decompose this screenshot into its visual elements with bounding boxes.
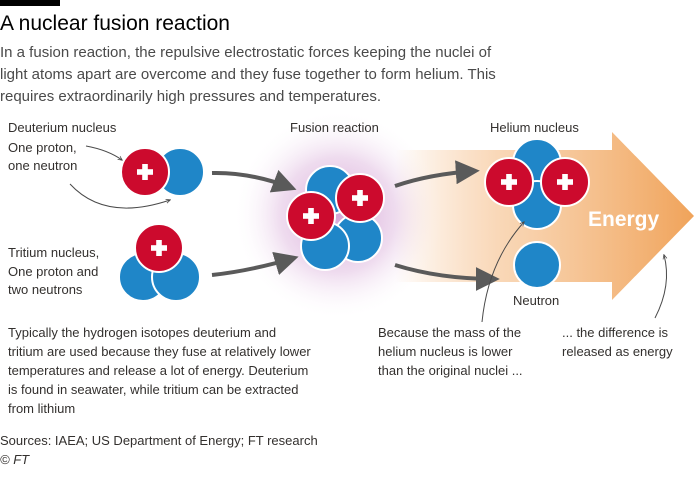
helium-nucleus <box>484 138 590 230</box>
pointer-deuterium-curve <box>69 183 170 209</box>
arrow-deuterium-to-fusion <box>211 169 297 193</box>
isotopes-caption: Typically the hydrogen isotopes deuteriu… <box>8 325 314 416</box>
arrow-fusion-to-helium <box>394 160 480 188</box>
arrow-fusion-to-neutron <box>394 263 500 291</box>
pointer-energy <box>654 255 667 319</box>
sources-note: Sources: IAEA; US Department of Energy; … <box>0 433 318 448</box>
difference-caption: ... the difference is released as energy <box>562 325 673 359</box>
page-title: A nuclear fusion reaction <box>0 12 230 35</box>
arrow-tritium-to-fusion <box>211 251 299 277</box>
fusion-cluster <box>286 165 385 271</box>
helium-nucleus-label: Helium nucleus <box>490 120 579 135</box>
title-bar-accent <box>0 0 60 6</box>
tritium-nucleus <box>118 223 201 302</box>
pointer-mass <box>481 222 524 323</box>
pointer-deuterium <box>85 145 122 160</box>
copyright: © FT <box>0 452 30 467</box>
fusion-glow <box>233 110 443 320</box>
neutron-label: Neutron <box>513 293 559 308</box>
mass-caption: Because the mass of the helium nucleus i… <box>378 325 525 378</box>
page-subtitle: In a fusion reaction, the repulsive elec… <box>0 44 496 105</box>
tritium-label: Tritium nucleus, One proton and two neut… <box>8 245 103 297</box>
free-neutron <box>513 241 561 289</box>
deuterium-label: Deuterium nucleus One proton, one neutro… <box>8 120 120 173</box>
fusion-reaction-label: Fusion reaction <box>290 120 379 135</box>
energy-label: Energy <box>588 208 660 231</box>
deuterium-nucleus <box>120 147 205 197</box>
